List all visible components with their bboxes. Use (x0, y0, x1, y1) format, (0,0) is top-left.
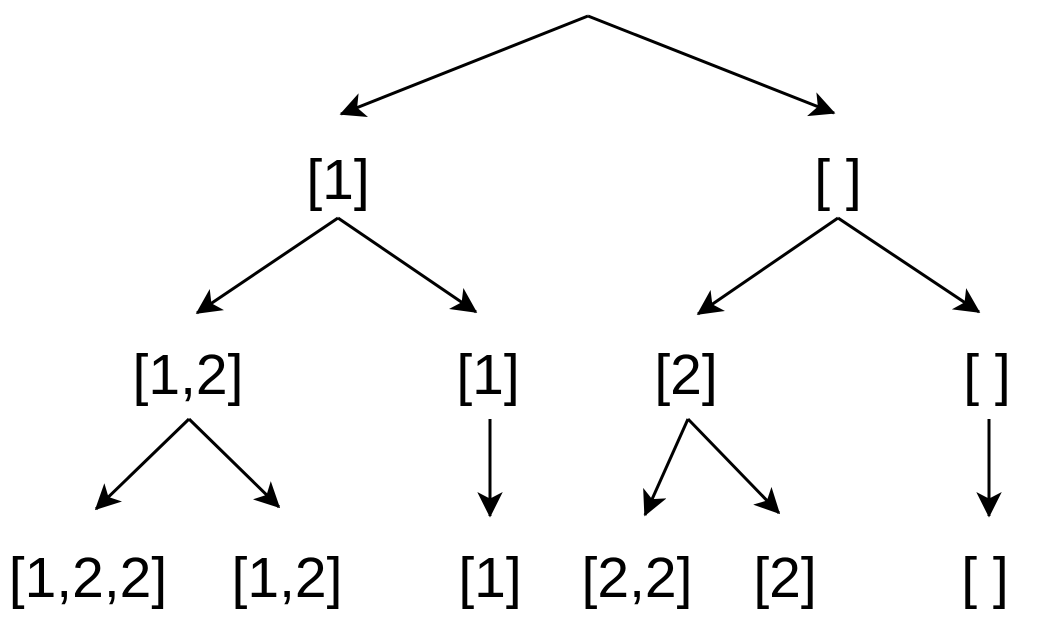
node-level2-2: [2] (654, 343, 717, 407)
node-level3-2: [1] (458, 546, 521, 610)
node-level3-0: [1,2,2] (9, 546, 167, 610)
node-level3-5: [ ] (961, 546, 1009, 610)
edge-n5-to-n11 (686, 417, 781, 515)
edge-root-to-left (339, 14, 589, 118)
node-level2-0: [1,2] (133, 343, 244, 407)
edge-n2-to-n5 (696, 216, 839, 316)
node-level1-0: [1] (306, 148, 369, 212)
edge-root-to-right (587, 14, 836, 117)
node-level1-1: [ ] (814, 148, 862, 212)
edge-n1-to-n3 (195, 216, 339, 315)
edge-n1-to-n4 (337, 216, 478, 314)
node-group: [1] [ ] [1,2] [1] [2] [ ] [1,2,2] [1,2] … (9, 148, 1011, 610)
edge-n3-to-n8 (187, 417, 281, 509)
node-level2-3: [ ] (963, 343, 1011, 407)
edge-n2-to-n6 (837, 216, 981, 314)
edge-group (94, 14, 1002, 518)
edge-n3-to-n7 (94, 417, 191, 511)
node-level2-1: [1] (456, 343, 519, 407)
node-level3-4: [2] (753, 546, 816, 610)
edge-n5-to-n10 (643, 418, 690, 517)
node-level3-3: [2,2] (582, 546, 693, 610)
node-level3-1: [1,2] (232, 546, 343, 610)
